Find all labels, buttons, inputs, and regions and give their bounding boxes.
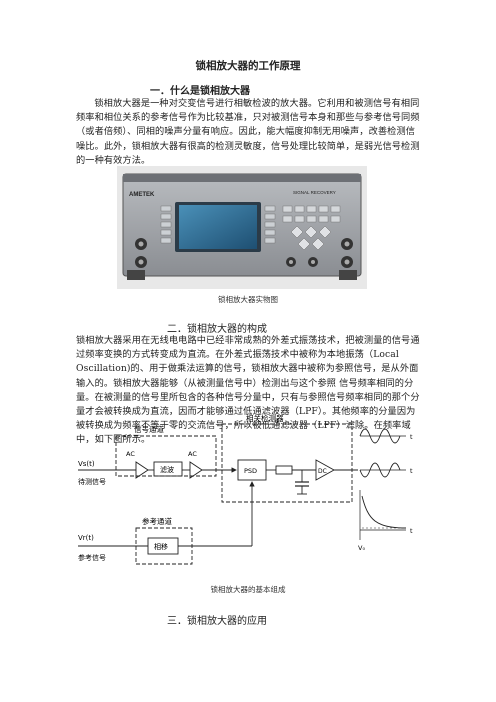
device-screen bbox=[179, 205, 257, 249]
section-3-heading: 三．锁相放大器的应用 bbox=[167, 616, 267, 627]
psd-label: PSD bbox=[244, 467, 257, 475]
correlator-box bbox=[221, 423, 353, 503]
filter-label: 滤波 bbox=[160, 465, 174, 474]
block-diagram: 信号通道 相关检测器 参考通道 Vs(t) 待测信号 AC 滤波 AC PSD … bbox=[78, 413, 413, 565]
waveform-2 bbox=[359, 462, 401, 478]
dc-amplifier bbox=[315, 459, 335, 481]
section-1-paragraph: 锁相放大器是一种对交变信号进行相敏检波的放大器。它利用和被测信号有相同频率和相位… bbox=[76, 98, 420, 166]
device-brand: AMETEK bbox=[129, 192, 155, 198]
t-label-3: t bbox=[410, 527, 413, 535]
t-label-2: t bbox=[410, 467, 413, 475]
correlator-label: 相关检测器 bbox=[246, 413, 284, 423]
lock-in-amplifier-photo: AMETEK SIGNAL RECOVERY bbox=[117, 166, 367, 289]
section-2-paragraph: 锁相放大器采用在无线电电路中已经非常成熟的外差式振荡技术，把被测量的信号通过频率… bbox=[76, 335, 420, 446]
reference-signal-label: 参考信号 bbox=[78, 553, 106, 562]
measured-signal-label: 待测信号 bbox=[78, 477, 106, 486]
ac2-label: AC bbox=[188, 450, 197, 458]
vs-label: Vs(t) bbox=[78, 460, 95, 468]
signal-channel-label: 信号通道 bbox=[134, 424, 164, 434]
ac-amplifier-1 bbox=[135, 461, 149, 479]
section-1-heading: 一．什么是锁相放大器 bbox=[150, 86, 250, 97]
section-2-heading: 二．锁相放大器的构成 bbox=[167, 324, 267, 335]
ac-amplifier-2 bbox=[189, 461, 203, 479]
document-title: 锁相放大器的工作原理 bbox=[195, 60, 301, 72]
dc-label: DC bbox=[318, 468, 327, 475]
vr-label: Vr(t) bbox=[78, 534, 94, 542]
diagram-caption: 锁相放大器的基本组成 bbox=[210, 585, 286, 594]
filter-block bbox=[153, 461, 183, 477]
device-model: SIGNAL RECOVERY bbox=[293, 190, 336, 195]
waveform-1 bbox=[359, 428, 401, 444]
photo-caption: 锁相放大器实物图 bbox=[218, 295, 278, 304]
t-label-1: t bbox=[410, 433, 413, 441]
vo-label: V₀ bbox=[358, 544, 365, 552]
bnc-connectors bbox=[135, 238, 353, 268]
waveform-3 bbox=[361, 495, 407, 529]
ac1-label: AC bbox=[126, 450, 135, 458]
resistor bbox=[275, 465, 293, 475]
reference-channel-label: 参考通道 bbox=[142, 516, 172, 526]
phase-shift-label: 相移 bbox=[154, 542, 168, 551]
